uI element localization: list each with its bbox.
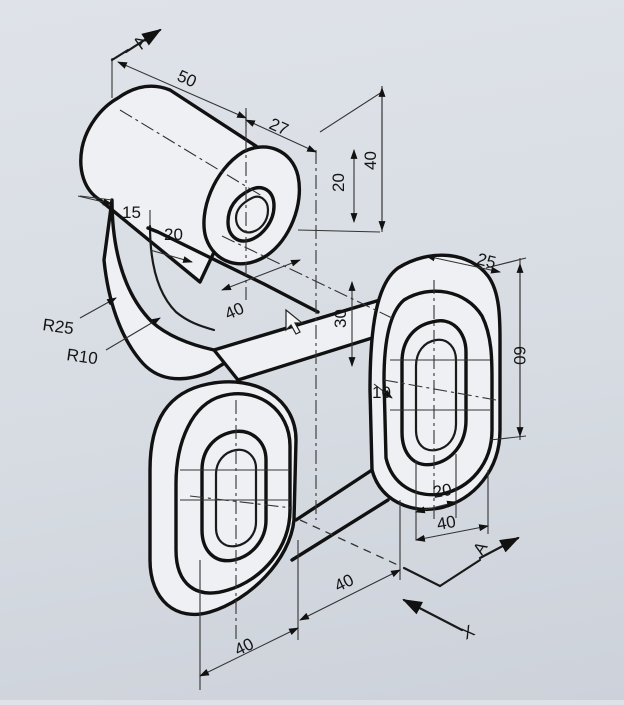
label-40-right-upper: 40	[361, 151, 380, 170]
dimension-lines	[77, 61, 524, 677]
label-40-mid: 40	[222, 299, 247, 324]
label-15: 15	[122, 203, 141, 222]
web-top-edge	[146, 226, 320, 314]
label-20-left: 20	[164, 225, 183, 244]
left-web	[102, 198, 238, 381]
section-a-top-mark	[124, 28, 162, 54]
dim-25-line	[425, 254, 501, 274]
cursor-icon	[285, 308, 304, 335]
top-cylinder-bore-outer	[226, 186, 276, 243]
label-27: 27	[266, 114, 291, 139]
label-view-x: X	[459, 621, 478, 643]
base-lower-edge	[290, 498, 390, 562]
dim-50-line	[117, 61, 247, 119]
label-r25: R25	[41, 315, 75, 338]
dim-40-bottom-mid-line	[299, 569, 401, 621]
label-section-a-bottom: A	[469, 538, 491, 558]
label-40-lower-right: 40	[435, 512, 457, 534]
top-cylinder-end-face	[202, 145, 301, 266]
label-25: 25	[475, 249, 498, 272]
dim-20-lower-line	[415, 500, 457, 514]
right-slot-inner	[414, 338, 458, 452]
label-50: 50	[174, 66, 199, 91]
top-cylinder-bore-inner	[234, 195, 270, 234]
dim-40-mid-line	[221, 259, 301, 291]
label-30: 30	[331, 309, 350, 328]
label-60: 60	[510, 346, 529, 365]
dim-10-line	[373, 383, 393, 399]
label-20-lower: 20	[431, 480, 453, 502]
lower-slot-outer	[200, 429, 268, 563]
dim-40-lower-right-line	[415, 524, 489, 542]
label-10: 10	[372, 383, 391, 402]
r10-leader	[105, 317, 161, 351]
base-front-edge	[294, 468, 374, 522]
dim-15-line	[77, 195, 113, 206]
label-20-upper: 20	[329, 173, 348, 192]
dim-40-bottom-left-line	[199, 627, 299, 677]
section-markers	[110, 28, 520, 632]
section-a-bottom-mark	[478, 536, 520, 560]
r25-leader	[79, 297, 117, 319]
label-r10: R10	[65, 345, 99, 368]
dim-27-line	[245, 119, 317, 153]
dim-20-left-line	[149, 249, 193, 263]
view-x-arrow	[402, 598, 464, 632]
label-40-bottom-left: 40	[231, 634, 256, 659]
label-40-bottom-mid: 40	[331, 570, 356, 595]
part-outline	[79, 84, 502, 617]
left-web-inner	[148, 224, 216, 332]
label-section-a-top: A	[129, 32, 151, 52]
